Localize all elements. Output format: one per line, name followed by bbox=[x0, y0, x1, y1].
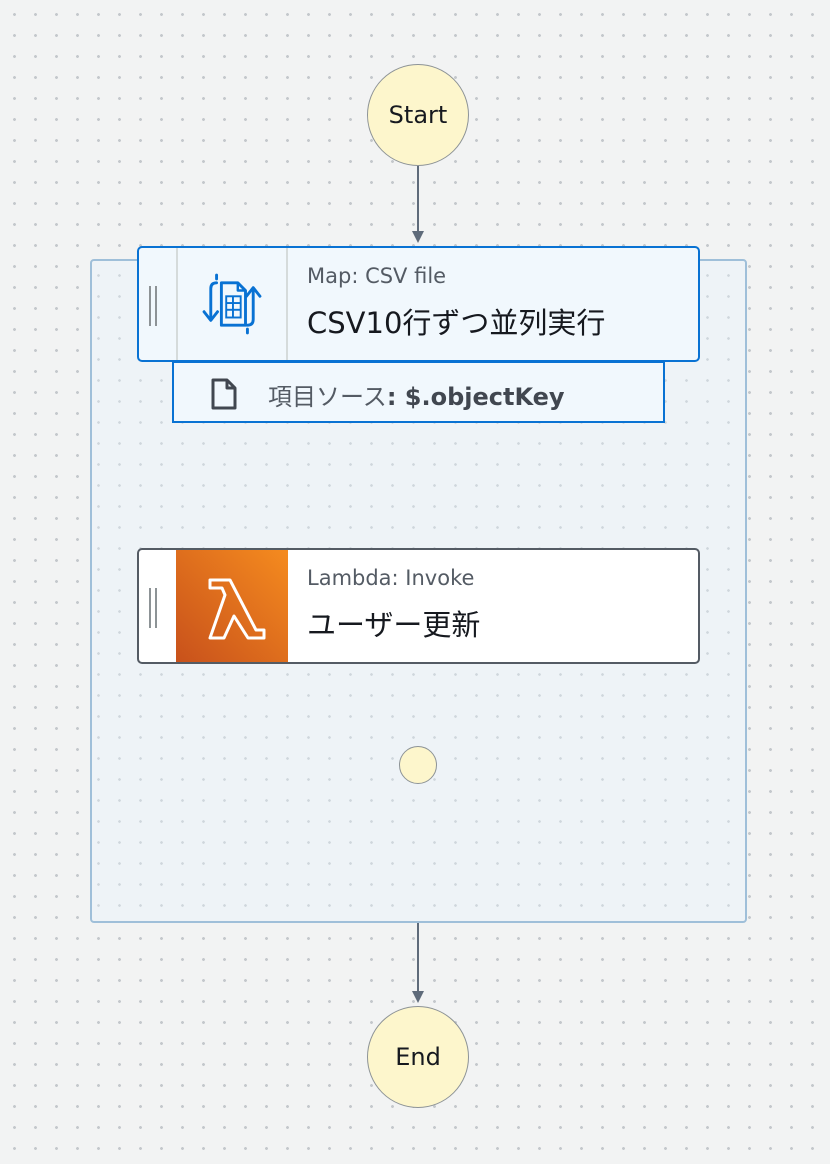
lambda-state-type: Lambda: Invoke bbox=[307, 566, 475, 590]
map-item-source[interactable]: 項目ソース: $.objectKey bbox=[172, 361, 665, 423]
start-label: Start bbox=[388, 101, 448, 129]
map-csv-icon bbox=[176, 248, 288, 360]
end-label: End bbox=[395, 1043, 441, 1071]
item-source-label: 項目ソース bbox=[268, 383, 387, 411]
end-node[interactable]: End bbox=[367, 1006, 469, 1108]
lambda-state-name: ユーザー更新 bbox=[307, 608, 481, 642]
start-node[interactable]: Start bbox=[367, 64, 469, 166]
iteration-end-node bbox=[399, 746, 437, 784]
map-state-name: CSV10行ずつ並列実行 bbox=[307, 306, 606, 340]
drag-handle-icon[interactable] bbox=[147, 588, 161, 628]
map-state-card[interactable]: Map: CSV file CSV10行ずつ並列実行 bbox=[137, 246, 700, 362]
item-source-text: 項目ソース: $.objectKey bbox=[268, 377, 565, 412]
drag-handle-icon[interactable] bbox=[147, 286, 161, 326]
lambda-state-card[interactable]: Lambda: Invoke ユーザー更新 bbox=[137, 548, 700, 664]
map-state-type: Map: CSV file bbox=[307, 264, 447, 288]
file-icon bbox=[211, 378, 237, 410]
item-source-value: : $.objectKey bbox=[386, 383, 565, 411]
lambda-icon bbox=[176, 550, 288, 662]
